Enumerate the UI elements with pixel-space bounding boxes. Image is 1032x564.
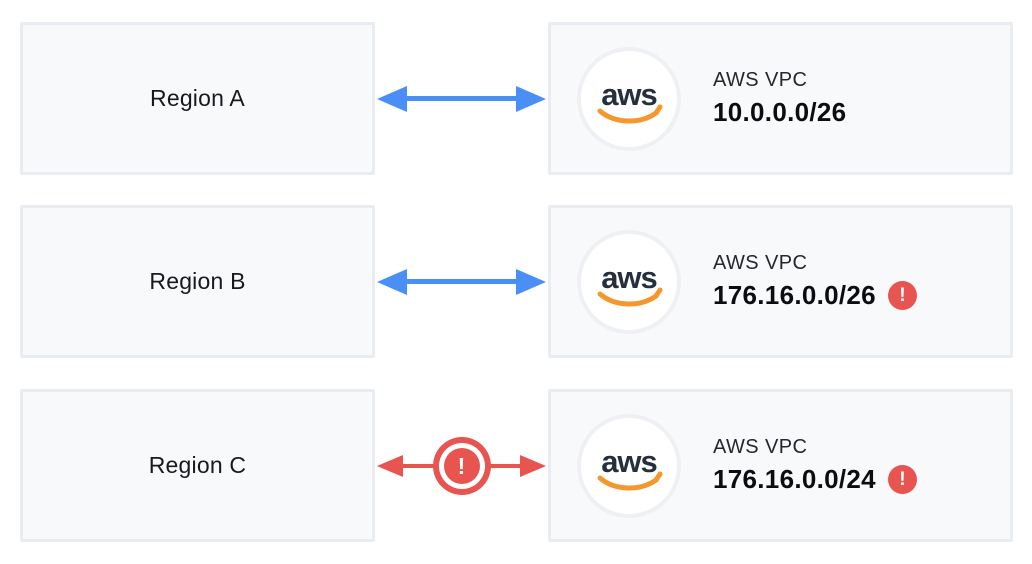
- region-a-box: Region A: [20, 22, 375, 175]
- vpc-b-box: aws AWS VPC 176.16.0.0/26 !: [548, 205, 1013, 358]
- aws-logo-icon: aws: [577, 413, 681, 518]
- arrow-head-right: [520, 454, 546, 477]
- diagram-row-region-a: Region A ! aws AWS VPC: [0, 22, 1032, 175]
- cidr-warning-icon: !: [887, 465, 917, 494]
- region-a-label: Region A: [150, 85, 245, 111]
- cidr-warning-icon: !: [887, 281, 917, 310]
- diagram-row-region-c: Region C ! aws AWS VPC: [0, 389, 1032, 542]
- arrow-head-left: [377, 268, 407, 295]
- aws-logo-icon: aws: [577, 229, 681, 334]
- vpc-a-box: aws AWS VPC 10.0.0.0/26 !: [548, 22, 1013, 175]
- arrow-head-left: [377, 85, 407, 112]
- arrow-shaft: [407, 96, 516, 101]
- vpc-c-title: AWS VPC: [713, 436, 808, 458]
- svg-text:aws: aws: [601, 260, 657, 295]
- svg-text:aws: aws: [601, 77, 657, 112]
- region-b-label: Region B: [149, 268, 246, 294]
- link-warning-icon: !: [432, 436, 491, 495]
- vpc-a-cidr: 10.0.0.0/26: [713, 97, 847, 127]
- region-c-label: Region C: [148, 452, 247, 478]
- region-c-box: Region C: [20, 389, 375, 542]
- peering-link-a: !: [375, 22, 548, 175]
- diagram-row-region-b: Region B ! aws AWS VPC: [0, 205, 1032, 358]
- arrow-head-right: [516, 85, 546, 112]
- aws-logo-icon: aws: [577, 46, 681, 151]
- peering-link-c: !: [375, 389, 548, 542]
- bidirectional-arrow-icon: [377, 85, 546, 112]
- vpc-c-cidr: 176.16.0.0/24: [713, 464, 876, 494]
- exclamation-icon: !: [443, 447, 480, 484]
- arrow-head-right: [516, 268, 546, 295]
- svg-text:aws: aws: [601, 444, 657, 479]
- vpc-c-box: aws AWS VPC 176.16.0.0/24 !: [548, 389, 1013, 542]
- vpc-b-cidr: 176.16.0.0/26: [713, 280, 876, 310]
- region-b-box: Region B: [20, 205, 375, 358]
- arrow-head-left: [377, 454, 403, 477]
- vpc-b-title: AWS VPC: [713, 252, 808, 274]
- bidirectional-arrow-icon: [377, 268, 546, 295]
- vpc-a-title: AWS VPC: [713, 69, 808, 91]
- peering-link-b: !: [375, 205, 548, 358]
- arrow-shaft: [407, 279, 516, 284]
